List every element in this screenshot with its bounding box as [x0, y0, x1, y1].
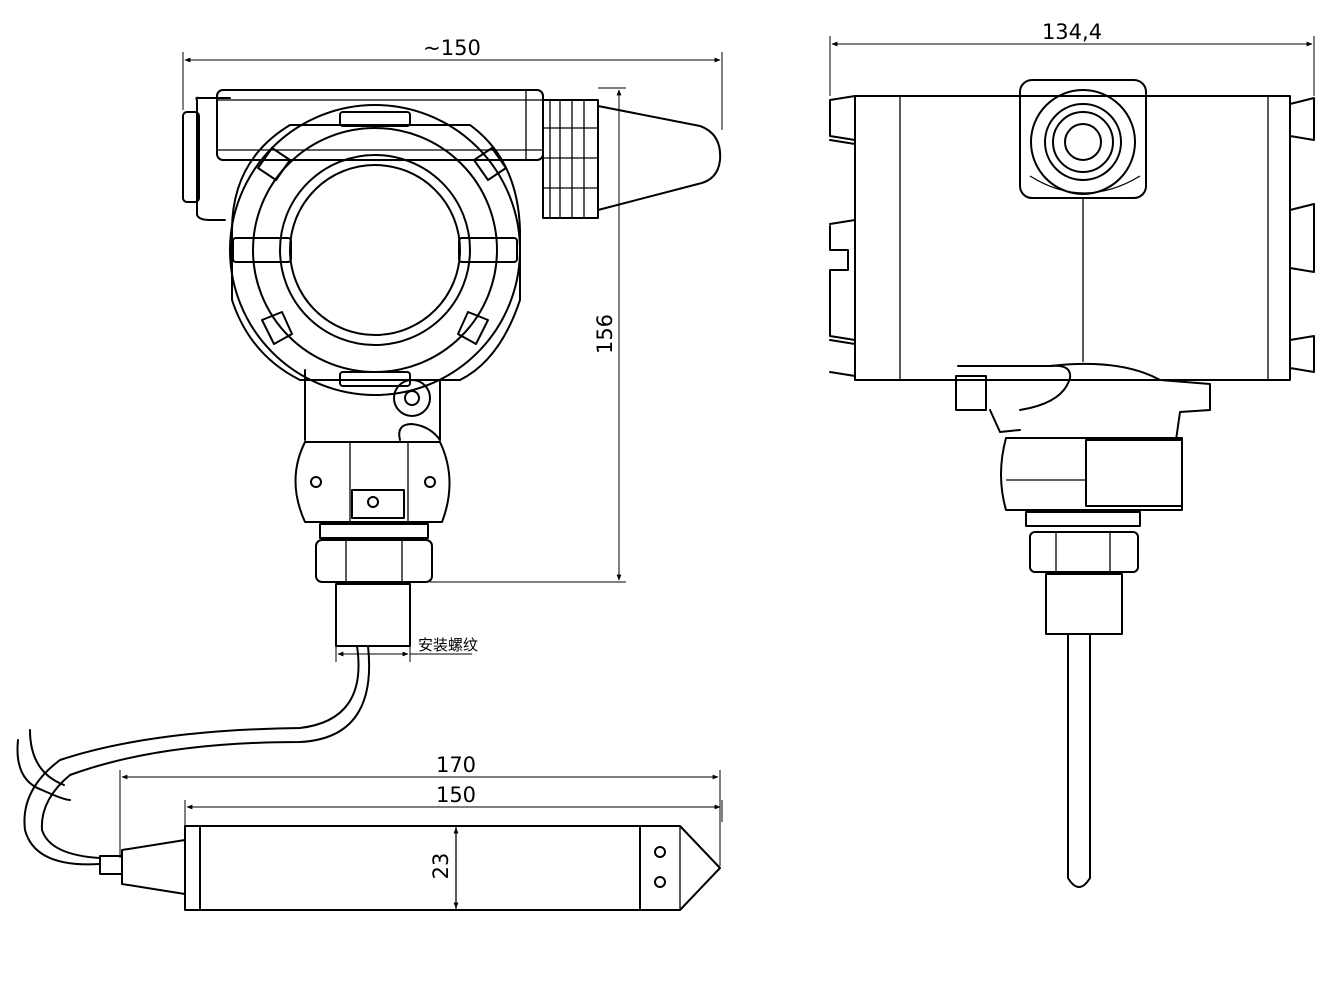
antenna-gland	[542, 99, 722, 219]
dim-front-width-label: ~150	[423, 36, 481, 60]
dim-side-width-label: 134,4	[1042, 20, 1102, 44]
side-view	[829, 79, 1315, 888]
dim-front-height-label: 156	[593, 314, 617, 354]
dim-probe-body: 150	[184, 783, 723, 840]
dim-side-width: 134,4	[829, 20, 1315, 96]
left-gland	[182, 96, 231, 221]
dim-probe-total: 170	[119, 753, 721, 866]
dim-probe-diameter-label: 23	[429, 853, 453, 880]
thread-label: 安装螺纹	[418, 636, 478, 654]
round-housing	[229, 104, 521, 396]
dim-front-width: ~150	[182, 36, 723, 130]
locking-ring	[294, 441, 451, 523]
process-fitting	[315, 523, 433, 647]
dim-probe-body-label: 150	[436, 783, 476, 807]
dim-probe-diameter: 23	[429, 827, 459, 909]
housing-neck	[304, 369, 441, 441]
dim-front-height: 156	[430, 87, 626, 583]
front-view	[16, 89, 722, 866]
cable	[23, 645, 360, 866]
thread-dimension: 安装螺纹	[335, 636, 478, 662]
probe	[99, 825, 721, 911]
antenna-icon	[597, 105, 722, 211]
dim-probe-total-label: 170	[436, 753, 476, 777]
